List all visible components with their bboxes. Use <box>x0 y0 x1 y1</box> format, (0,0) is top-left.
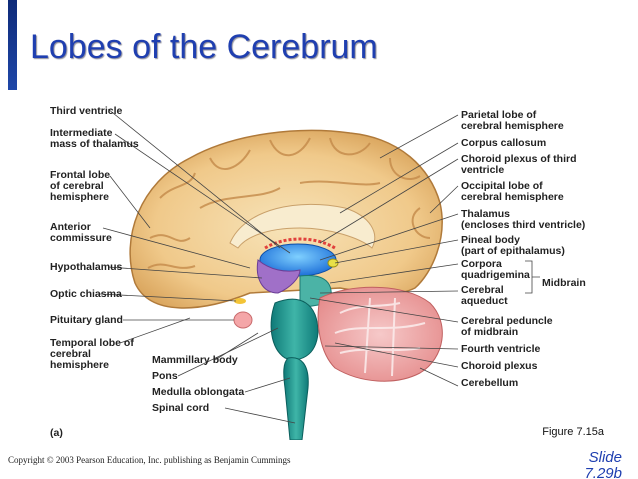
slide-number: Slide 7.29b <box>584 450 622 479</box>
pons-shape <box>270 298 319 360</box>
panel-letter: (a) <box>50 427 63 439</box>
label-corpus-callosum: Corpus callosum <box>461 137 547 149</box>
label-occipital-lobe-line2: cerebral hemisphere <box>461 191 564 203</box>
label-frontal-lobe-line2: of cerebral <box>50 180 104 192</box>
copyright-notice: Copyright © 2003 Pearson Education, Inc.… <box>8 455 291 465</box>
label-fourth-ventricle: Fourth ventricle <box>461 343 541 355</box>
label-intermediate-mass-line2: mass of thalamus <box>50 138 139 150</box>
title-accent-bar <box>8 0 17 90</box>
label-temporal-lobe-line3: hemisphere <box>50 359 109 371</box>
label-cerebral-aqueduct-line2: aqueduct <box>461 295 508 307</box>
label-spinal-cord: Spinal cord <box>152 402 210 414</box>
label-pineal-body-line2: (part of epithalamus) <box>461 245 565 257</box>
label-mammillary-body: Mammillary body <box>152 354 238 366</box>
label-choroid-plexus-third-line2: ventricle <box>461 164 505 176</box>
slide-number-value: 7.29b <box>584 465 622 479</box>
label-anterior-commissure-line1: Anterior <box>50 221 91 233</box>
label-intermediate-mass-line1: Intermediate <box>50 127 113 139</box>
label-choroid-plexus: Choroid plexus <box>461 360 538 372</box>
label-pons: Pons <box>152 370 178 382</box>
cerebellum-shape <box>317 286 443 382</box>
label-thalamus-line1: Thalamus <box>461 208 511 220</box>
label-anterior-commissure-line2: commissure <box>50 232 112 244</box>
label-frontal-lobe-line1: Frontal lobe <box>50 169 111 181</box>
label-midbrain: Midbrain <box>542 277 586 289</box>
label-frontal-lobe-line3: hemisphere <box>50 191 109 203</box>
label-third-ventricle: Third ventricle <box>50 105 123 117</box>
label-occipital-lobe-line1: Occipital lobe of <box>461 180 543 192</box>
corpus-callosum-shape <box>229 203 376 249</box>
label-cerebellum: Cerebellum <box>461 377 519 389</box>
label-corpora-quadrigemina-line1: Corpora <box>461 258 502 270</box>
hypothalamus-shape <box>256 259 301 294</box>
label-cerebral-peduncle-line2: of midbrain <box>461 326 519 338</box>
label-medulla-oblongata: Medulla oblongata <box>152 386 245 398</box>
brain-illustration <box>99 108 540 440</box>
label-optic-chiasma: Optic chiasma <box>50 288 122 300</box>
label-choroid-plexus-third-line1: Choroid plexus of third <box>461 153 577 165</box>
slide-word: Slide <box>588 449 622 466</box>
pituitary-shape <box>233 311 253 329</box>
label-pineal-body-line1: Pineal body <box>461 234 520 246</box>
label-thalamus-line2: (encloses third ventricle) <box>461 219 586 231</box>
medulla-shape <box>283 357 309 440</box>
label-parietal-lobe-line2: cerebral hemisphere <box>461 120 564 132</box>
label-parietal-lobe-line1: Parietal lobe of <box>461 109 537 121</box>
slide-title: Lobes of the Cerebrum <box>30 28 378 66</box>
label-corpora-quadrigemina-line2: quadrigemina <box>461 269 530 281</box>
figure-caption: Figure 7.15a <box>542 426 604 438</box>
label-cerebral-peduncle-line1: Cerebral peduncle <box>461 315 553 327</box>
label-temporal-lobe-line1: Temporal lobe of <box>50 337 134 349</box>
label-temporal-lobe-line2: cerebral <box>50 348 91 360</box>
label-hypothalamus: Hypothalamus <box>50 261 123 273</box>
label-pituitary-gland: Pituitary gland <box>50 314 123 326</box>
label-cerebral-aqueduct-line1: Cerebral <box>461 284 504 296</box>
